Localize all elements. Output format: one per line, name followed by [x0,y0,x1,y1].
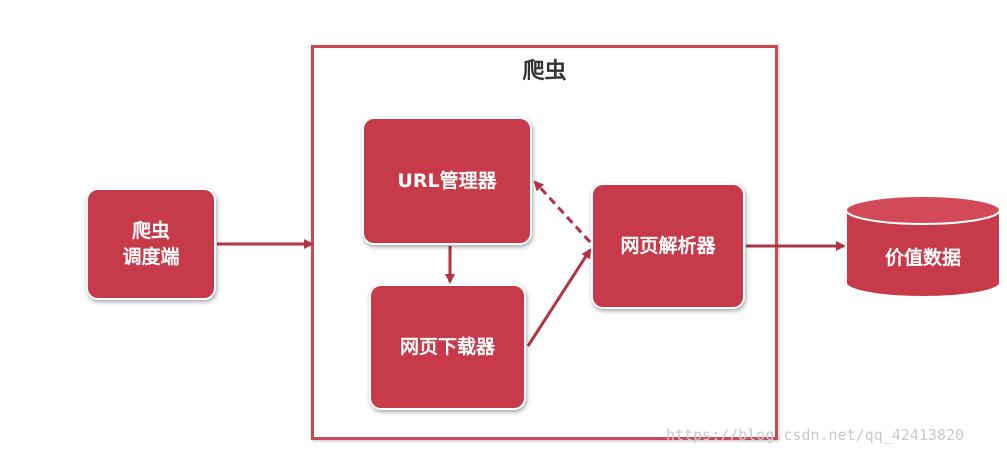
parser-label: 网页解析器 [620,235,716,257]
watermark: https://blog.csdn.net/qq_42413820 [666,426,965,444]
downloader-label: 网页下载器 [399,336,495,358]
scheduler-label-line1: 爬虫 [131,220,170,242]
scheduler-label-line2: 调度端 [122,246,180,268]
parser-node: 网页解析器 [591,183,745,309]
url-manager-node: URL管理器 [362,117,532,245]
value-data-label: 价值数据 [885,246,961,269]
scheduler-node: 爬虫 调度端 [86,188,216,300]
arrow-parser-to-url-dashed [533,180,592,244]
database-cylinder-icon [845,195,1001,298]
arrow-downloader-to-parser [526,248,592,347]
frame-title: 爬虫 [522,59,567,84]
downloader-node: 网页下载器 [369,284,526,410]
url-manager-label: URL管理器 [397,170,497,192]
